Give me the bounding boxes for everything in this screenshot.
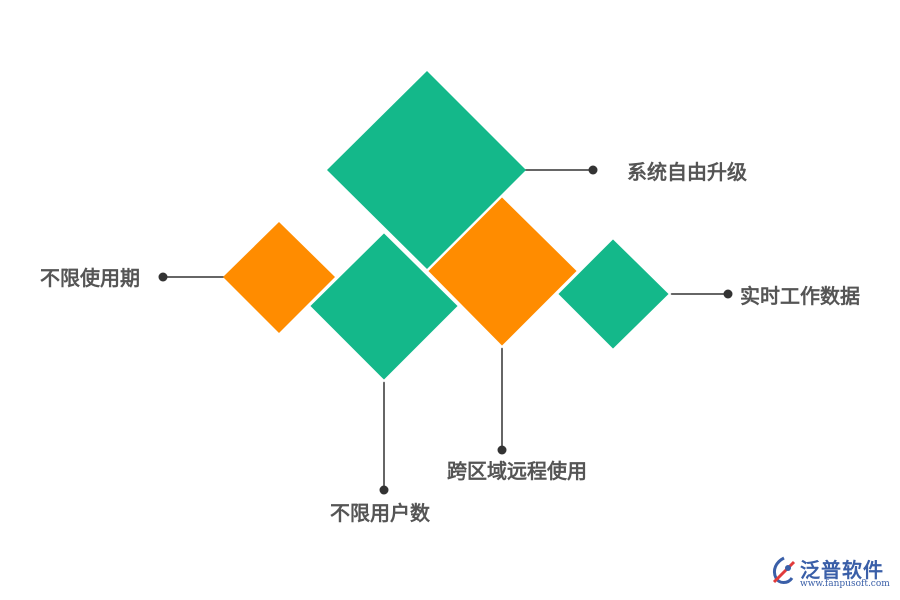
connector-dot-period [158,272,168,282]
brand-url: www.fanpusoft.com [800,579,890,589]
connector-dot-remote [497,445,507,455]
label-unlimited-users: 不限用户数 [330,501,430,525]
connector-dot-upgrade [588,165,598,175]
diamond-small-green-right [555,236,672,352]
label-remote-use: 跨区域远程使用 [447,459,587,483]
connector-dot-realtime [723,289,733,299]
connector-dot-users [379,485,389,495]
diamond-mid-orange [425,194,580,349]
brand-name: 泛普软件 [800,558,884,582]
diamond-mid-green [307,230,461,383]
label-system-upgrade: 系统自由升级 [627,160,747,184]
brand-logo: 泛普软件 www.fanpusoft.com [770,552,895,596]
label-realtime-data: 实时工作数据 [740,284,860,308]
diamond-large-green [327,71,526,269]
diamond-small-orange-left [223,222,335,333]
label-unlimited-period: 不限使用期 [40,266,140,290]
brand-logo-icon [772,556,796,584]
